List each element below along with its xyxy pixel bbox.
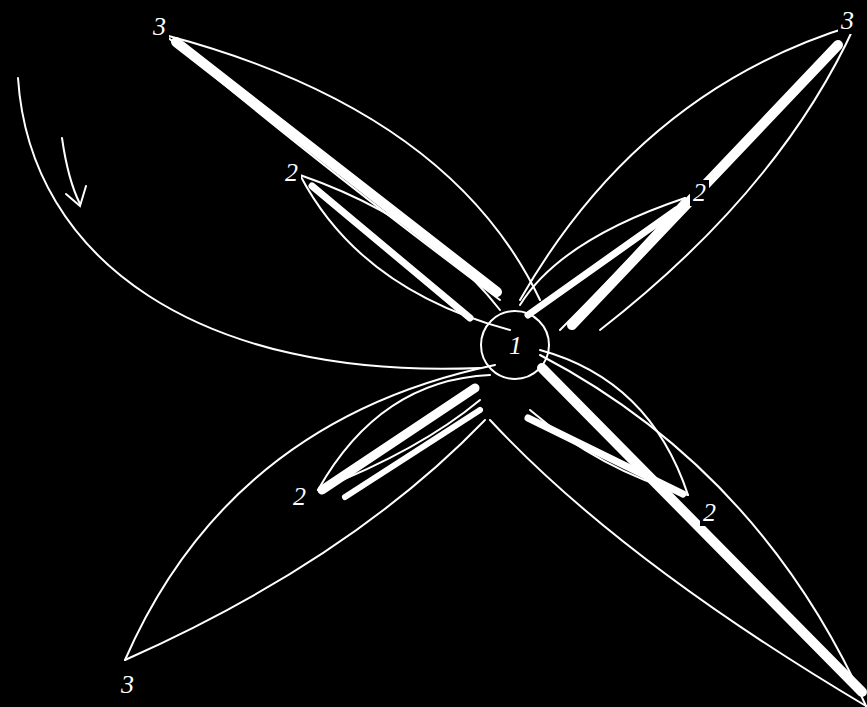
blade-bar xyxy=(322,388,475,490)
blade-bar xyxy=(528,418,683,494)
blade-outline xyxy=(520,25,855,300)
rotation-arrow xyxy=(62,138,80,204)
callout-number: 2 xyxy=(690,180,709,206)
blade-bar xyxy=(312,186,470,318)
blade-outline xyxy=(165,35,540,300)
callout-number: 1 xyxy=(506,333,525,359)
rotation-curve xyxy=(18,78,480,369)
callout-number: 2 xyxy=(700,500,719,526)
rotor-blades xyxy=(18,25,866,706)
blade-outline xyxy=(300,175,500,310)
rotation-arrowhead xyxy=(66,186,86,206)
blade-bar xyxy=(528,210,676,315)
blade-bar xyxy=(176,42,497,292)
callout-number: 3 xyxy=(150,14,169,40)
blade-bar xyxy=(345,410,480,497)
blade-outline xyxy=(300,175,510,330)
blade-outline xyxy=(490,420,866,706)
blade-bar xyxy=(572,45,838,325)
callout-number: 2 xyxy=(290,484,309,510)
blade-outline xyxy=(540,355,866,706)
blade-outline xyxy=(125,365,495,660)
blade-outline xyxy=(125,420,485,660)
blade-outline xyxy=(165,35,500,300)
callout-number: 3 xyxy=(838,8,857,34)
blade-outline xyxy=(540,350,688,495)
blade-bar xyxy=(542,368,862,692)
callout-number: 3 xyxy=(118,672,137,698)
hub-ring xyxy=(481,311,549,379)
blade-outline xyxy=(318,375,490,490)
callout-number: 2 xyxy=(282,160,301,186)
